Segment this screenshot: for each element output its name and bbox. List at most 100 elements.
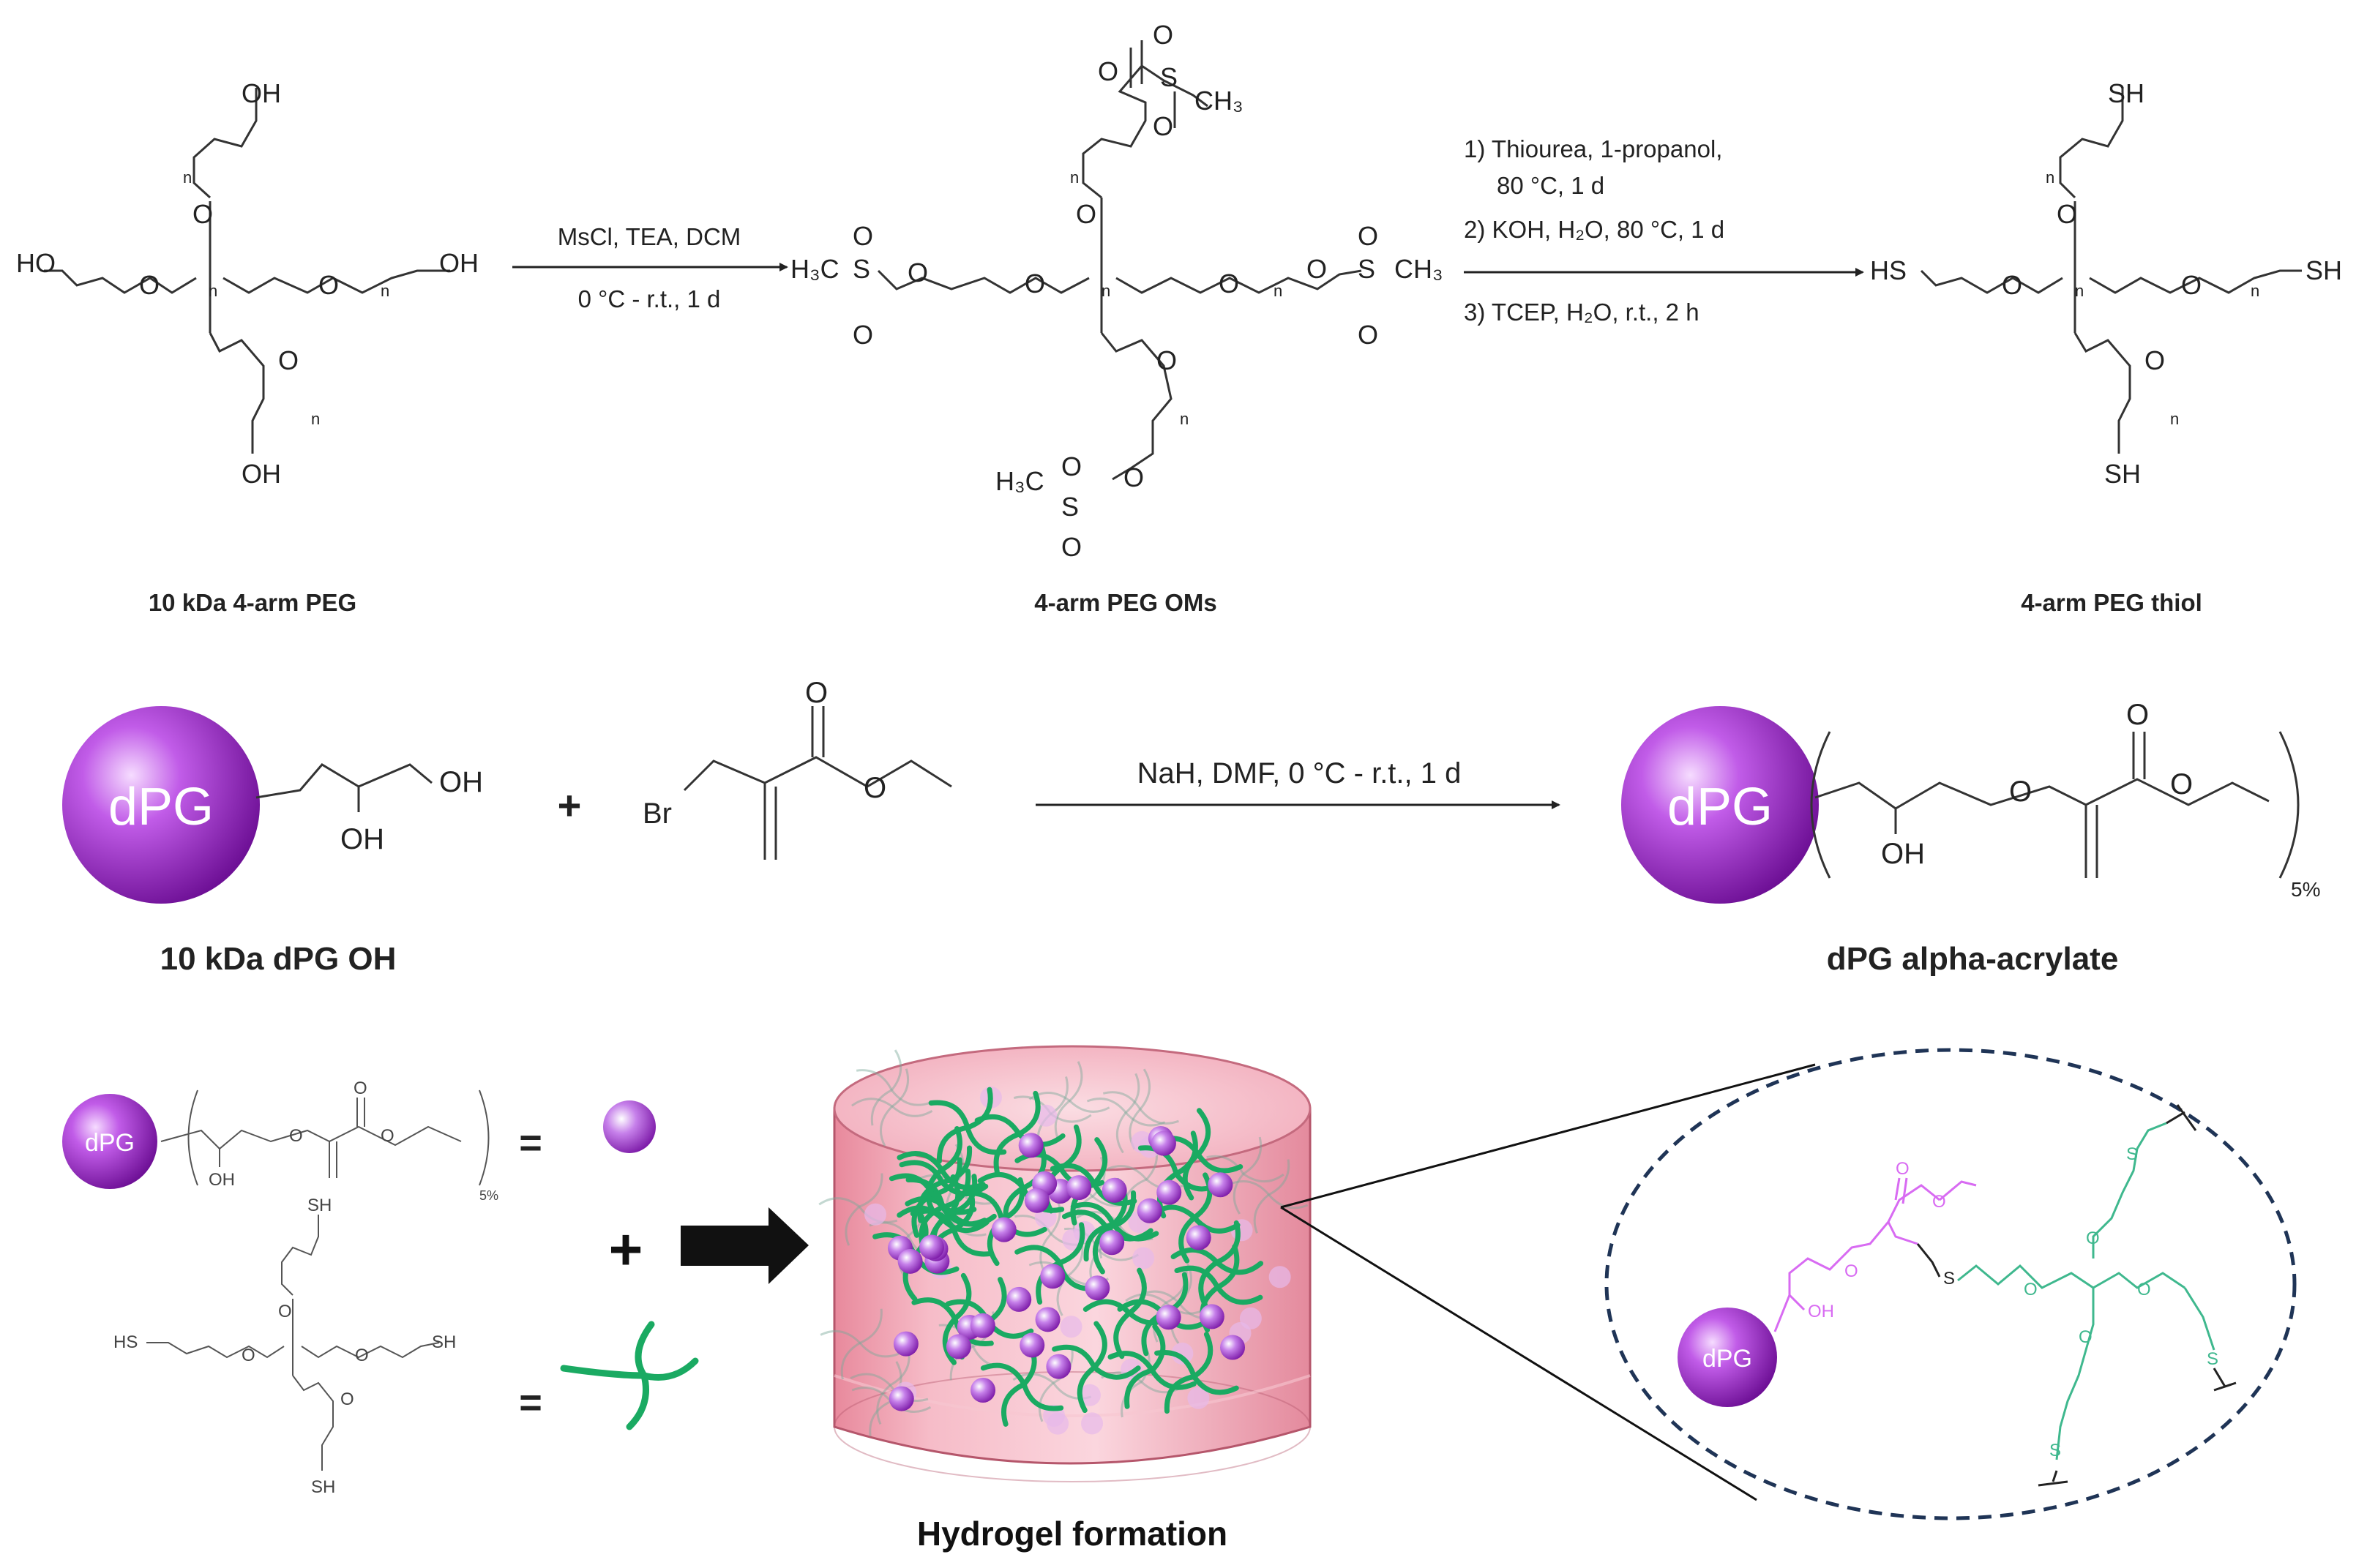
gel-strand-faint	[1028, 1092, 1071, 1102]
atom-oh: OH	[209, 1170, 235, 1190]
atom-o: O	[1061, 532, 1082, 562]
gel-strand-faint	[859, 1173, 883, 1208]
gel-strand	[1016, 1090, 1041, 1137]
step-3-conditions: 3) TCEP, H₂O, r.t., 2 h	[1464, 299, 1699, 326]
gel-strand	[1195, 1152, 1244, 1174]
gel-strand	[1001, 1381, 1027, 1427]
index-n: n	[1102, 282, 1110, 300]
step-1-conditions: 80 °C, 1 d	[1497, 172, 1604, 199]
gel-strand	[999, 1177, 1025, 1223]
gel-strand-faint	[859, 1342, 900, 1358]
atom-ch3: CH₃	[1194, 86, 1244, 116]
atom-sh-right: SH	[2305, 255, 2342, 285]
dpg-sphere-label: dPG	[108, 778, 214, 836]
gel-node-faint	[1081, 1412, 1104, 1435]
gel-strand-faint	[1102, 1091, 1142, 1110]
dpg-sphere-label: dPG	[1667, 778, 1773, 836]
gel-node	[893, 1331, 919, 1357]
gel-node-faint	[1047, 1412, 1069, 1435]
gel-strand	[1191, 1373, 1239, 1395]
thiol-atom-labels: SH O n HS O n O n SH O n SH	[1870, 78, 2342, 489]
gel-strand-faint	[1233, 1173, 1244, 1215]
gel-strand-faint	[1107, 1165, 1148, 1180]
gel-strand	[1052, 1344, 1097, 1370]
atom-o: O	[1076, 199, 1096, 229]
zoom-detail: dPG OH O O O S O O O O S S S	[1604, 1048, 2297, 1520]
atom-o: O	[1844, 1261, 1858, 1281]
zoom-line-bottom	[1280, 1206, 1757, 1501]
gel-strand-faint	[818, 1197, 861, 1208]
gel-node	[1102, 1177, 1127, 1203]
index-n: n	[2251, 282, 2259, 300]
index-n: n	[381, 282, 389, 300]
gel-strand	[980, 1362, 1027, 1387]
atom-oh-top: OH	[242, 78, 281, 108]
atom-o: O	[278, 1302, 292, 1321]
oms-atom-labels: O S CH₃ O O O n H₃C S O O O O n O n O S …	[790, 20, 1443, 562]
atom-sh-bottom: SH	[2104, 459, 2141, 489]
ethyl-bromomethylacrylate	[683, 706, 952, 860]
gel-strand	[936, 1125, 971, 1164]
gel-node-faint	[864, 1203, 887, 1226]
atom-hs-left: HS	[1870, 255, 1907, 285]
atom-o: O	[2024, 1280, 2038, 1299]
gel-strand	[1077, 1365, 1097, 1414]
atom-hs: HS	[113, 1332, 138, 1352]
legend-acrylate: dPG OH O O O 5%	[62, 1079, 498, 1203]
legend-peg-thiol-atoms: SH O HS O O SH O SH	[113, 1196, 456, 1497]
gel-node	[1066, 1175, 1092, 1201]
gel-strand-faint	[879, 1106, 893, 1147]
gel-strand	[1021, 1381, 1064, 1411]
green-4arm-symbol	[560, 1321, 699, 1430]
gel-strand	[947, 1174, 978, 1216]
atom-oh: OH	[439, 766, 483, 798]
gel-node	[1156, 1179, 1182, 1205]
gel-strand	[939, 1126, 962, 1173]
atom-sh: SH	[307, 1196, 332, 1215]
equals-sign-1: =	[519, 1121, 542, 1165]
atom-o: O	[1061, 451, 1082, 481]
gel-strand	[940, 1169, 971, 1210]
index-n: n	[2046, 168, 2054, 187]
gel-node	[919, 1234, 945, 1260]
atom-o: O	[1219, 269, 1239, 299]
dpg-sphere-label: dPG	[1702, 1345, 1752, 1373]
atom-s: S	[1160, 62, 1178, 92]
gel-strand-faint	[891, 1105, 933, 1117]
gel-strand-faint	[1206, 1155, 1245, 1175]
atom-o: O	[1153, 20, 1173, 50]
atom-o: O	[1896, 1159, 1910, 1179]
nah-dmf-conditions: NaH, DMF, 0 °C - r.t., 1 d	[1137, 757, 1462, 789]
gel-node	[991, 1217, 1017, 1242]
gel-node-faint	[1187, 1387, 1210, 1409]
atom-o: O	[1025, 269, 1045, 299]
gel-strand	[1061, 1209, 1110, 1231]
gel-strand	[905, 1196, 953, 1216]
index-n: n	[1180, 410, 1189, 428]
gel-strand-faint	[1229, 1180, 1270, 1196]
gel-strand-faint	[1242, 1173, 1284, 1183]
atom-o: O	[340, 1389, 354, 1409]
gel-strand	[911, 1297, 958, 1321]
gel-node	[1018, 1133, 1044, 1158]
gel-strand-faint	[870, 1089, 892, 1126]
gel-strand	[939, 1167, 986, 1190]
atom-oh: OH	[340, 823, 384, 855]
gel-node	[946, 1334, 971, 1359]
gel-strand	[939, 1145, 973, 1185]
dpg-oh-reactant: dPG OH OH	[62, 706, 483, 904]
gel-strand	[1191, 1332, 1213, 1379]
gel-node-faint	[1132, 1247, 1155, 1269]
gel-node	[970, 1313, 995, 1338]
gel-strand-faint	[1139, 1068, 1151, 1110]
equals-sign-2: =	[519, 1381, 542, 1425]
gel-strand	[928, 1100, 971, 1130]
gel-strand	[942, 1316, 958, 1365]
gel-strand-faint	[820, 1329, 861, 1344]
gel-node	[1099, 1230, 1125, 1256]
atom-o-left: O	[139, 270, 160, 300]
gel-strand-faint	[891, 1049, 902, 1091]
gel-strand	[1182, 1152, 1201, 1201]
gel-strand	[1215, 1244, 1240, 1290]
atom-o-top: O	[192, 199, 213, 229]
